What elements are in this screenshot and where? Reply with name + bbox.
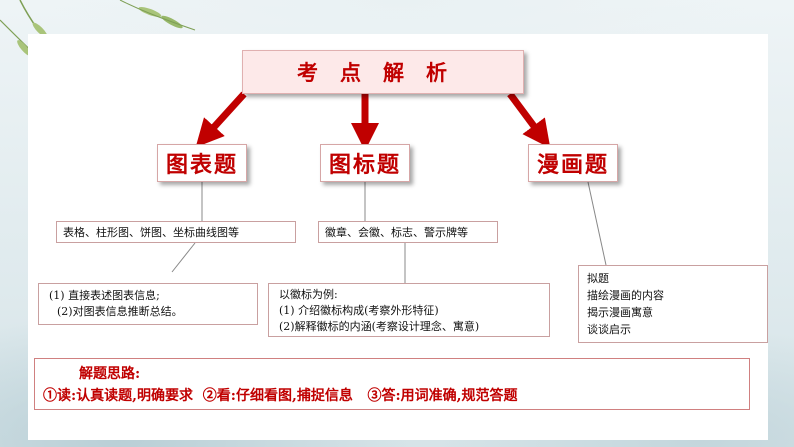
title-box: 考点解析 xyxy=(242,50,524,94)
category-icon-question: 图标题 xyxy=(320,144,410,182)
solving-approach-box: 解题思路: ①读:认真读题,明确要求 ②看:仔细看图,捕捉信息 ③答:用词准确,… xyxy=(34,358,750,410)
chart-detail-line: (1) 直接表述图表信息; xyxy=(49,289,160,302)
icon-detail-line: (2)解释徽标的内涵(考察设计理念、寓意) xyxy=(279,320,480,333)
chart-detail-line: (2)对图表信息推断总结。 xyxy=(57,305,183,318)
solving-approach-title: 解题思路: xyxy=(79,366,141,382)
icon-detail-line: (1) 介绍徽标构成(考察外形特征) xyxy=(279,304,439,317)
icon-details-box: 以徽标为例: (1) 介绍徽标构成(考察外形特征) (2)解释徽标的内涵(考察设… xyxy=(268,283,550,337)
chart-details-box: (1) 直接表述图表信息; (2)对图表信息推断总结。 xyxy=(38,283,258,325)
solving-approach-steps: ①读:认真读题,明确要求 ②看:仔细看图,捕捉信息 ③答:用词准确,规范答题 xyxy=(43,388,518,404)
icon-detail-line: 以徽标为例: xyxy=(279,288,338,301)
comic-detail-line: 揭示漫画寓意 xyxy=(587,306,653,319)
comic-details-box: 拟题 描绘漫画的内容 揭示漫画寓意 谈谈启示 xyxy=(578,265,768,343)
comic-detail-line: 拟题 xyxy=(587,272,609,285)
chart-types-box: 表格、柱形图、饼图、坐标曲线图等 xyxy=(56,221,296,243)
comic-detail-line: 描绘漫画的内容 xyxy=(587,289,664,302)
icon-types-box: 徽章、会徽、标志、警示牌等 xyxy=(318,221,498,243)
category-chart-question: 图表题 xyxy=(157,144,247,182)
category-comic-question: 漫画题 xyxy=(528,144,618,182)
comic-detail-line: 谈谈启示 xyxy=(587,323,631,336)
